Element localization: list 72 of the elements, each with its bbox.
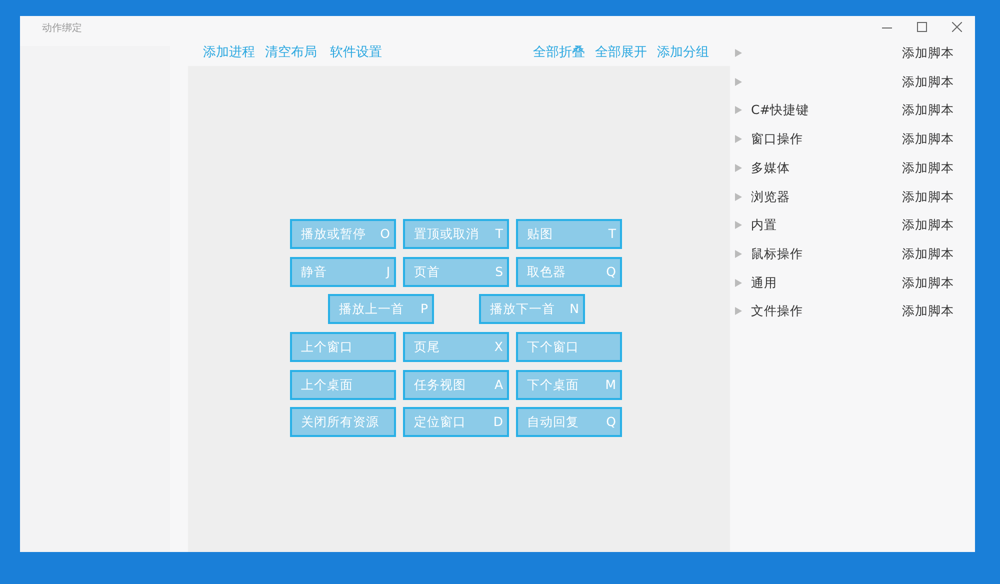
action-name: 自动回复 — [527, 414, 579, 431]
add-script-link: 添加脚本 — [902, 74, 954, 91]
action-name: 置顶或取消 — [414, 226, 479, 243]
gesture-button — [403, 219, 509, 249]
shortcut-key: S — [495, 264, 503, 279]
shortcut-key: X — [494, 339, 503, 354]
gesture-button — [403, 257, 509, 287]
shortcut-key: D — [493, 414, 503, 429]
shortcut-key: O — [380, 226, 390, 241]
action-name: 页尾 — [414, 339, 440, 356]
gesture-button — [290, 332, 396, 362]
action-name: 取色器 — [527, 264, 566, 281]
group-name: 窗口操作 — [751, 131, 803, 148]
group-name: 文件操作 — [751, 303, 803, 320]
action-name: 下个窗口 — [527, 339, 579, 356]
add-script-link: 添加脚本 — [902, 188, 954, 206]
gesture-button — [516, 370, 622, 400]
gesture-button — [516, 332, 622, 362]
toolbar-link: 全部展开 — [595, 44, 647, 61]
toolbar-link: 添加分组 — [657, 44, 709, 61]
shortcut-key: N — [570, 301, 579, 316]
action-name: 关闭所有资源 — [301, 414, 379, 431]
shortcut-key: P — [420, 301, 428, 316]
action-name: 下个桌面 — [527, 377, 579, 394]
add-script-link: 添加脚本 — [902, 274, 954, 292]
group-name: C#快捷键 — [751, 102, 810, 120]
gesture-button — [290, 257, 396, 287]
shortcut-key: Q — [606, 264, 616, 279]
action-name: 上个桌面 — [301, 377, 353, 394]
add-script-link: 添加脚本 — [902, 160, 954, 177]
gesture-button — [290, 219, 396, 249]
gesture-button — [403, 332, 509, 362]
action-name: 定位窗口 — [414, 414, 466, 431]
toolbar-link: 添加进程 — [203, 44, 255, 61]
group-name: 通用 — [751, 274, 777, 292]
shortcut-key: J — [386, 264, 390, 279]
group-name: 内置 — [751, 217, 777, 234]
action-name: 上个窗口 — [301, 339, 353, 356]
action-name: 任务视图 — [414, 377, 466, 394]
add-script-link: 添加脚本 — [902, 45, 954, 62]
gesture-button — [290, 407, 396, 437]
shortcut-key: Q — [606, 414, 616, 429]
gesture-button — [479, 294, 585, 324]
group-name: 鼠标操作 — [751, 246, 803, 263]
add-script-link: 添加脚本 — [902, 102, 954, 120]
action-name: 播放上一首 — [339, 301, 404, 318]
shortcut-key: A — [494, 377, 503, 392]
toolbar-link: 全部折叠 — [533, 44, 585, 61]
action-name: 播放下一首 — [490, 301, 555, 318]
add-script-link: 添加脚本 — [902, 131, 954, 148]
gesture-button — [403, 370, 509, 400]
gesture-button — [516, 407, 622, 437]
add-script-link: 添加脚本 — [902, 217, 954, 234]
window-title: 动作绑定 — [42, 22, 82, 35]
action-name: 播放或暂停 — [301, 226, 366, 243]
action-name: 静音 — [301, 264, 327, 281]
shortcut-key: T — [608, 226, 616, 241]
toolbar-link: 软件设置 — [330, 44, 382, 61]
shortcut-key: M — [605, 377, 616, 392]
gesture-button — [516, 219, 622, 249]
action-name: 贴图 — [527, 226, 553, 243]
gesture-button — [290, 370, 396, 400]
shortcut-key: T — [495, 226, 503, 241]
add-script-link: 添加脚本 — [902, 303, 954, 320]
gesture-button — [516, 257, 622, 287]
gesture-button — [403, 407, 509, 437]
action-name: 页首 — [414, 264, 440, 281]
add-script-link: 添加脚本 — [902, 246, 954, 263]
group-name: 浏览器 — [751, 188, 790, 206]
toolbar-link: 清空布局 — [265, 44, 317, 61]
group-name: 多媒体 — [751, 160, 790, 177]
gesture-button — [328, 294, 434, 324]
